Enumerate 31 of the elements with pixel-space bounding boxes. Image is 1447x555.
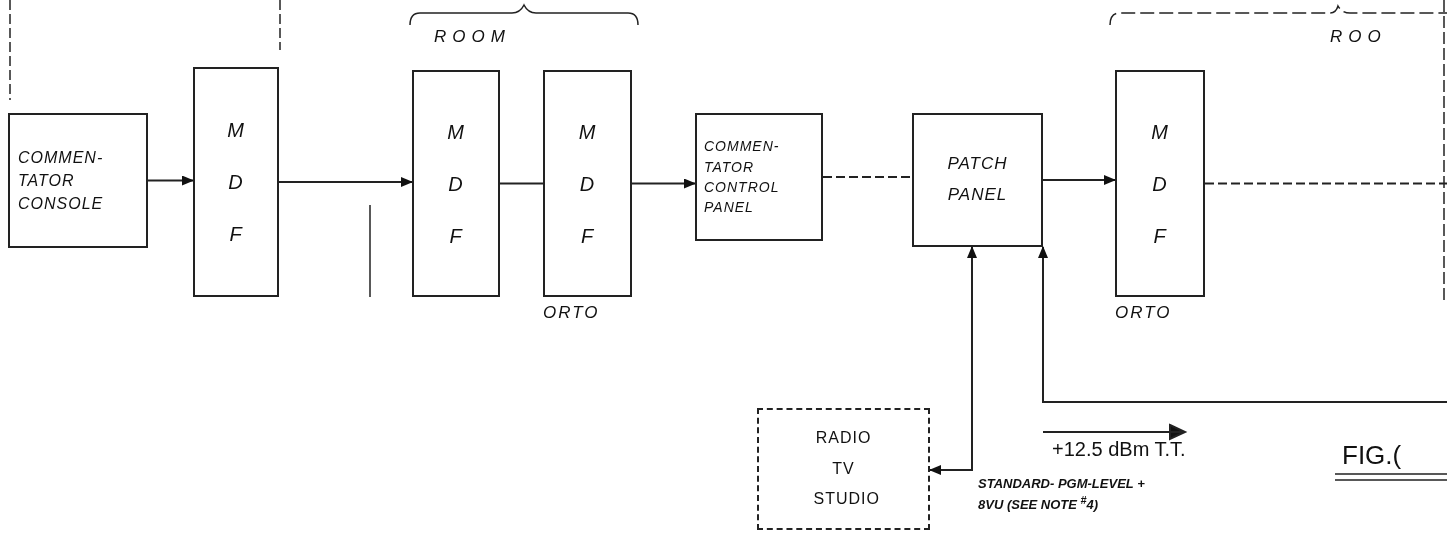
connector-line — [1204, 182, 1447, 185]
process-box — [912, 113, 1043, 247]
arrow — [1042, 175, 1116, 185]
frame-owner-label: ORTO — [1115, 303, 1172, 323]
node-label: M D F — [446, 119, 466, 249]
figure-number: FIG.( — [1342, 440, 1402, 471]
signal-level-label: +12.5 dBm T.T. — [1052, 438, 1186, 461]
distribution-frame-box — [543, 70, 632, 297]
distribution-frame-box — [193, 67, 279, 297]
process-box — [695, 113, 823, 241]
node-label: PATCH PANEL — [946, 153, 1009, 206]
process-box — [8, 113, 148, 248]
node-label: M D F — [1150, 119, 1170, 249]
room-label: ROO — [1330, 27, 1387, 47]
distribution-frame-box — [1115, 70, 1205, 297]
room-label: ROOM — [434, 27, 511, 47]
arrow — [147, 175, 194, 186]
node-label: COMMEN- TATOR CONTROL PANEL — [704, 137, 781, 218]
arrow — [929, 246, 977, 475]
node-label: M D F — [226, 118, 246, 247]
arrow — [278, 177, 413, 187]
studio-box — [757, 408, 930, 530]
distribution-frame-box — [412, 70, 500, 297]
arrow — [1038, 246, 1447, 403]
frame-owner-label: ORTO — [543, 303, 600, 323]
connector-line — [822, 176, 913, 178]
level-note: STANDARD- PGM-LEVEL + 8VU (SEE NOTE $^{#}$4) — [978, 476, 1146, 515]
node-label: M D F — [577, 119, 598, 249]
node-label: COMMEN- TATOR CONSOLE — [18, 147, 105, 215]
arrow — [631, 178, 696, 189]
connector-line — [499, 182, 544, 185]
